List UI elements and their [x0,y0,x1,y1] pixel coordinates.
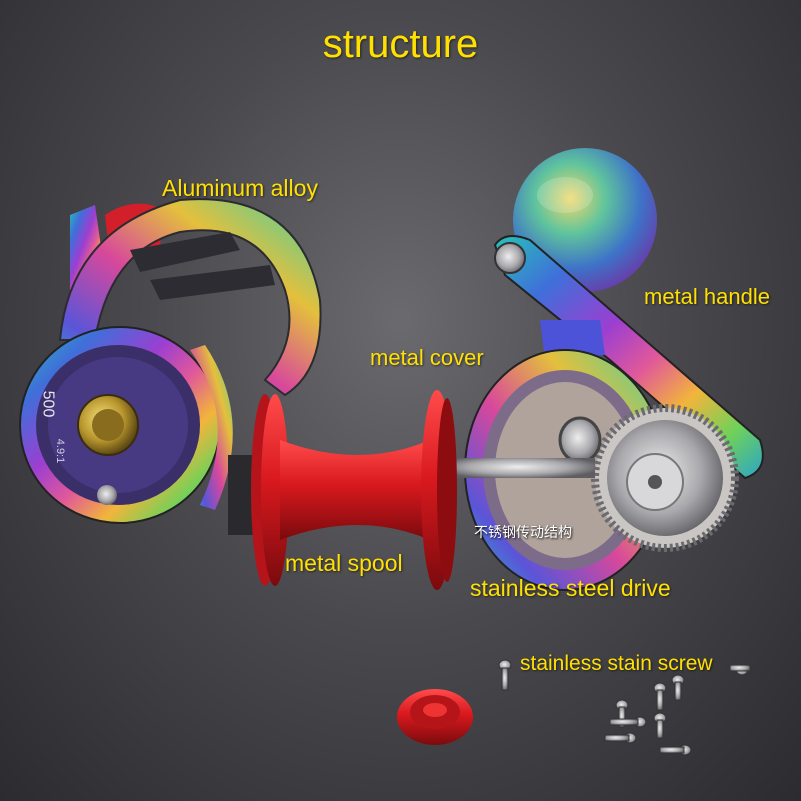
label-drive-chinese: 不锈钢传动结构 [474,525,572,541]
page-title: structure [322,22,479,66]
label-aluminum-alloy: Aluminum alloy [162,175,318,201]
label-metal-cover: metal cover [370,345,484,370]
red-cap [397,689,473,745]
reel-body-left [19,198,322,524]
gear-ratio-marking: 4.9:1 [54,438,67,464]
metal-spool [228,390,457,590]
screws [498,659,751,756]
label-stainless-screw: stainless stain screw [520,652,713,675]
reel-size-marking: 500 [39,390,57,418]
label-metal-spool: metal spool [285,550,403,576]
label-stainless-drive: stainless steel drive [470,575,671,601]
label-metal-handle: metal handle [644,284,770,309]
drive-gear [455,404,739,552]
